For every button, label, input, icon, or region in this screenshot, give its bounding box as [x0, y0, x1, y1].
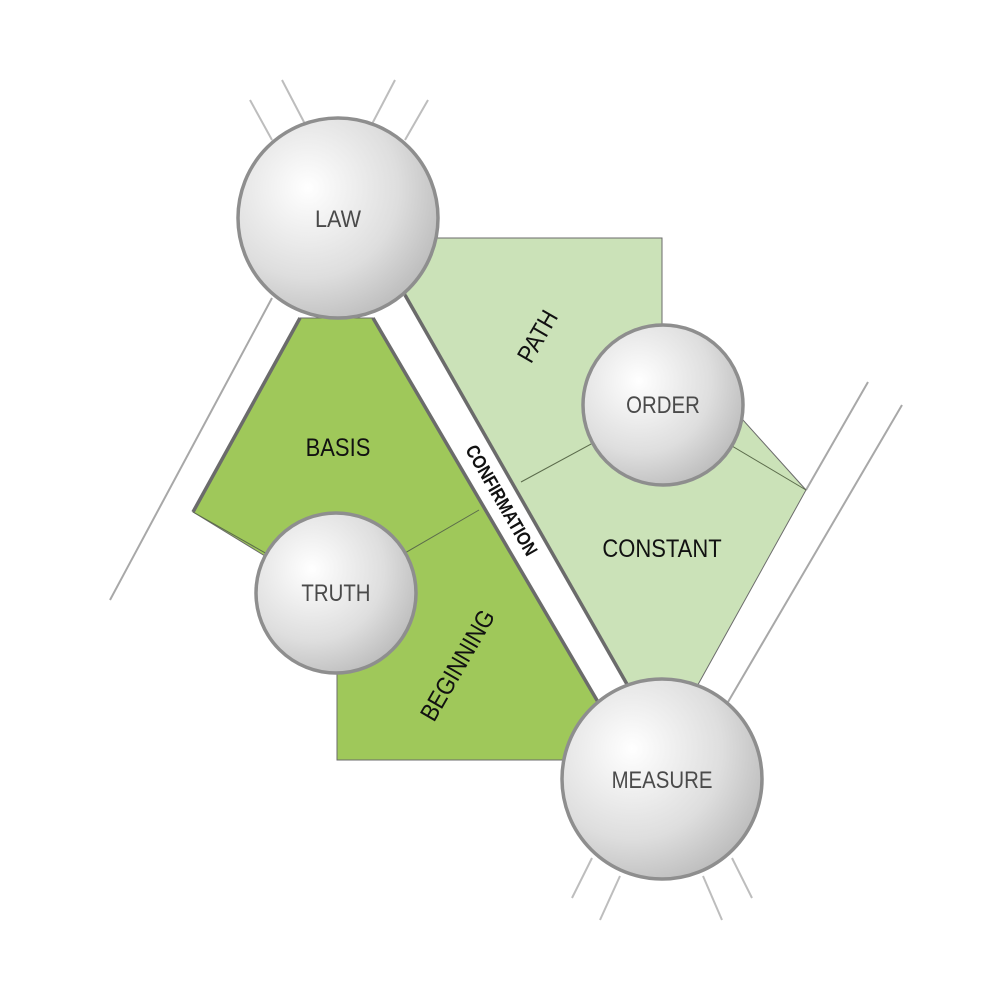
node-label-measure: MEASURE	[612, 766, 713, 793]
region-label-basis: BASIS	[306, 434, 371, 462]
node-law: LAW	[236, 116, 440, 320]
node-label-truth: TRUTH	[301, 579, 370, 606]
node-label-law: LAW	[315, 205, 361, 232]
confirmation-band	[191, 294, 630, 703]
outer-lines	[109, 297, 903, 703]
node-order: ORDER	[581, 323, 745, 487]
node-label-order: ORDER	[626, 391, 700, 418]
node-measure: MEASURE	[560, 677, 764, 881]
node-truth: TRUTH	[254, 511, 418, 675]
law-rays	[249, 79, 429, 141]
region-label-constant: CONSTANT	[602, 535, 721, 563]
measure-rays	[571, 857, 753, 921]
